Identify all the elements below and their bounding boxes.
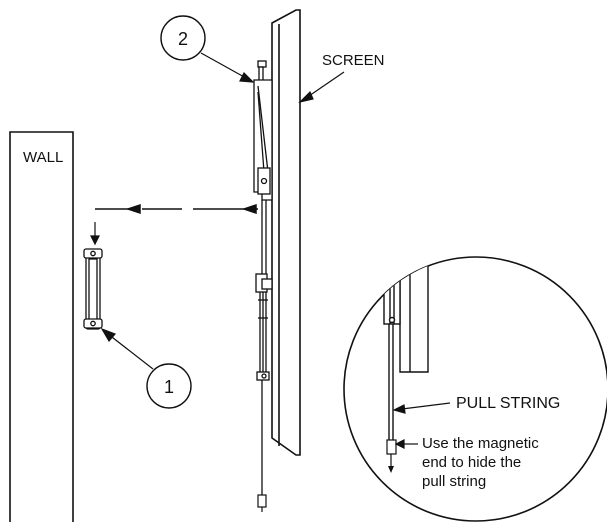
callout-1-number: 1 [164, 377, 174, 397]
callout-1-leader [100, 327, 154, 370]
note-line-2: end to hide the [422, 454, 521, 471]
magnetic-end-arrow [388, 466, 394, 473]
screen-leader [298, 71, 345, 104]
wall-bracket [83, 248, 103, 330]
screen-label: SCREEN [322, 52, 385, 69]
wall-label: WALL [23, 149, 63, 166]
note-leader [394, 439, 418, 449]
lower-screen-bracket [255, 273, 273, 495]
screen [271, 9, 301, 456]
callout-2-leader [200, 52, 255, 83]
bracket-down-arrow [90, 222, 100, 246]
callout-1 [146, 363, 192, 409]
callout-2-number: 2 [178, 29, 188, 49]
pull-string-leader [392, 402, 451, 414]
dashed-arrow [95, 203, 258, 215]
pull-string-end [257, 494, 267, 512]
note-line-3: pull string [422, 473, 486, 490]
callout-2 [160, 15, 206, 61]
magnetic-end [386, 439, 397, 468]
upper-screen-bracket [253, 60, 273, 278]
note-line-1: Use the magnetic [422, 435, 539, 452]
pull-string-label: PULL STRING [456, 395, 560, 412]
wall [9, 131, 74, 522]
